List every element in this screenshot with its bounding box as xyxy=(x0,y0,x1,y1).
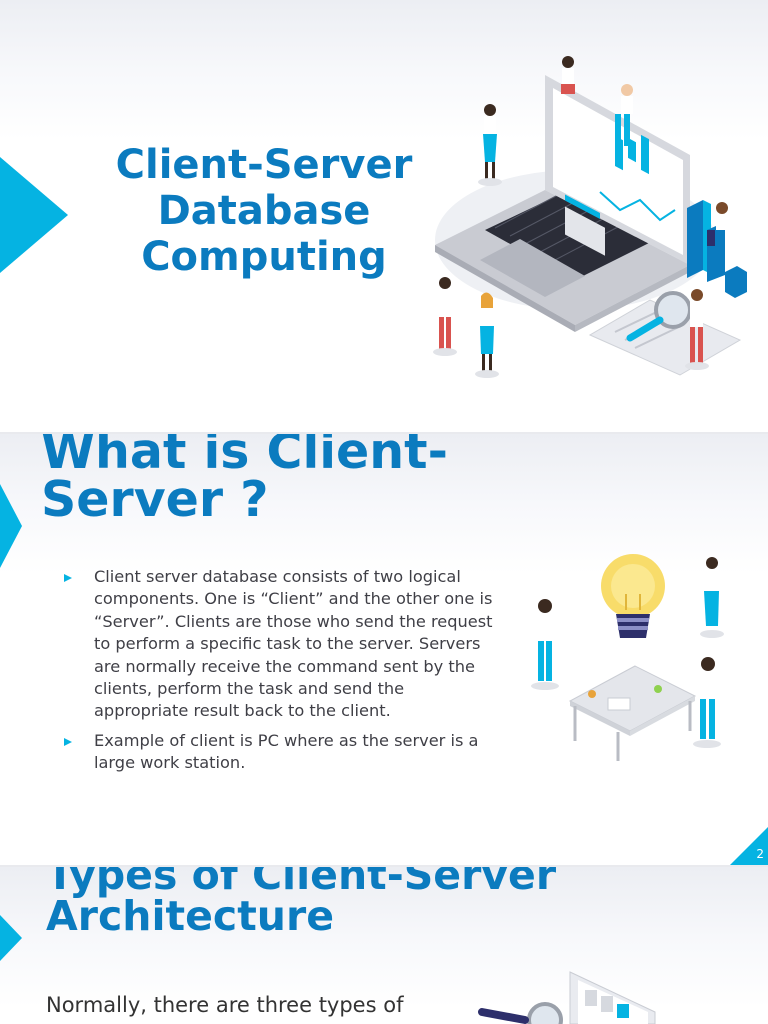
accent-triangle xyxy=(0,915,22,961)
laptop-team-illustration xyxy=(433,56,747,378)
slide-title-heading: Client-Server Database Computing xyxy=(115,142,413,280)
slide-heading: Types of Client-Server Architecture xyxy=(46,867,557,940)
slide-what-is-client-server: What is Client-Server ? Client server da… xyxy=(0,434,768,865)
lightbulb-meeting-illustration xyxy=(531,554,724,761)
page-corner-triangle xyxy=(730,827,768,865)
accent-triangle xyxy=(0,484,22,568)
page-number-badge: 2 xyxy=(728,825,768,865)
bullet-arrow-icon xyxy=(64,574,72,582)
page-number: 2 xyxy=(756,847,764,861)
accent-triangle xyxy=(0,157,68,273)
slide-heading: What is Client-Server ? xyxy=(41,434,448,528)
monitor-magnifier-illustration xyxy=(478,971,656,1024)
bullet-text: Example of client is PC where as the ser… xyxy=(94,730,479,773)
bullet-text: Client server database consists of two l… xyxy=(94,567,493,721)
slide-title: Client-Server Database Computing xyxy=(0,0,768,432)
bullet-arrow-icon xyxy=(64,737,72,746)
bullet-item: Example of client is PC where as the ser… xyxy=(64,730,494,775)
body-paragraph: Normally, there are three types of xyxy=(46,993,404,1017)
bullet-item: Client server database consists of two l… xyxy=(64,566,494,723)
slide-types-of-architecture: Types of Client-Server Architecture Norm… xyxy=(0,867,768,1024)
bullet-list: Client server database consists of two l… xyxy=(64,566,494,782)
